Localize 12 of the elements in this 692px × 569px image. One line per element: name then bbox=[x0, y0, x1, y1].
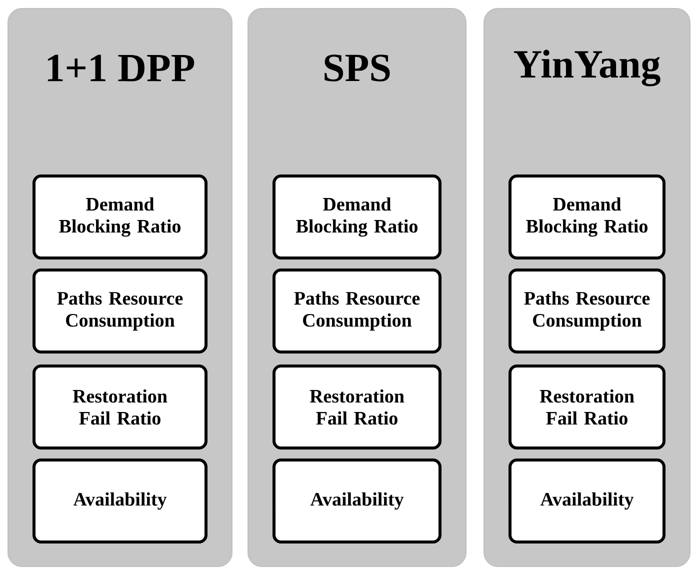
metric-box: Paths Resource Consumption bbox=[508, 268, 666, 354]
metric-box: Availability bbox=[32, 458, 208, 544]
metric-box: Paths Resource Consumption bbox=[32, 268, 208, 354]
metric-box: Restoration Fail Ratio bbox=[508, 364, 666, 450]
metric-box: Restoration Fail Ratio bbox=[32, 364, 208, 450]
metric-box: Availability bbox=[272, 458, 442, 544]
metric-box: Availability bbox=[508, 458, 666, 544]
metric-box: Demand Blocking Ratio bbox=[32, 174, 208, 260]
metric-box: Demand Blocking Ratio bbox=[508, 174, 666, 260]
metric-box: Paths Resource Consumption bbox=[272, 268, 442, 354]
metric-box: Restoration Fail Ratio bbox=[272, 364, 442, 450]
metric-box: Demand Blocking Ratio bbox=[272, 174, 442, 260]
